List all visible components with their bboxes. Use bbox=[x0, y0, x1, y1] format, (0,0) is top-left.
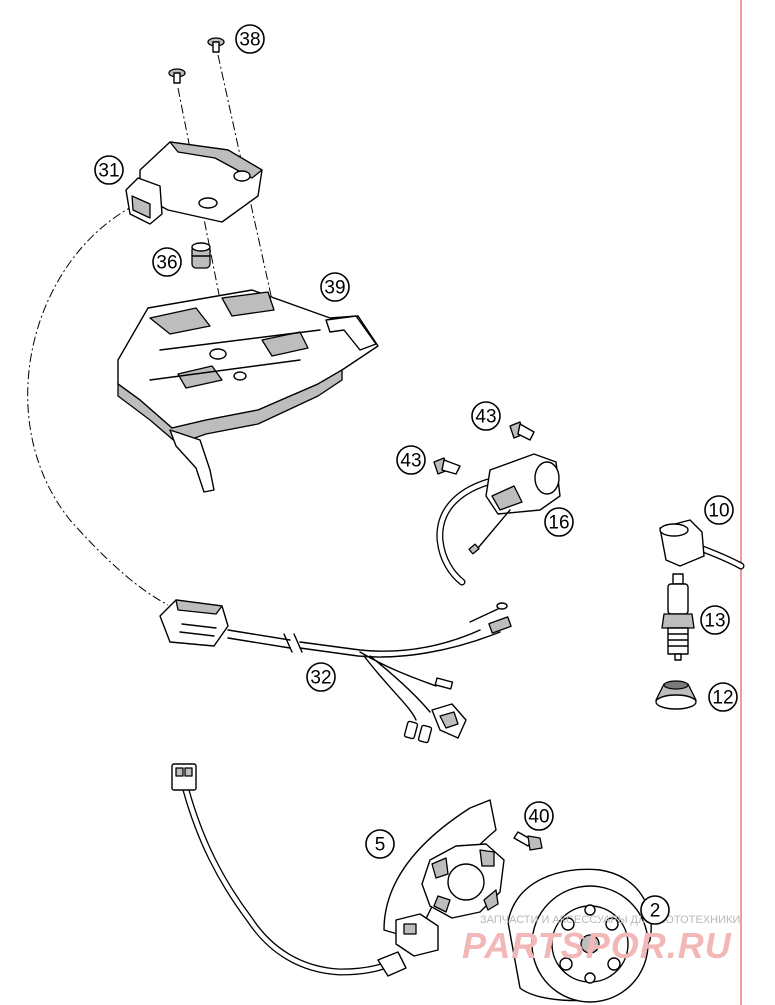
screw-38-upper bbox=[207, 37, 225, 53]
watermark-brand: PARTSPOR.RU bbox=[462, 925, 732, 966]
callout-43-upper-label: 43 bbox=[475, 407, 496, 428]
bolt-43-upper bbox=[509, 421, 535, 441]
callout-5-label: 5 bbox=[375, 835, 386, 856]
cdi-unit-31 bbox=[125, 141, 263, 225]
callout-40-label: 40 bbox=[528, 807, 549, 828]
rubber-cap-12 bbox=[655, 680, 697, 710]
watermark: ЗАПЧАСТИ И АКСЕССУАРЫ ДЛЯ МОТОТЕХНИКИ PA… bbox=[462, 914, 740, 966]
callout-31: 31 bbox=[94, 155, 124, 185]
callout-10: 10 bbox=[704, 495, 734, 525]
callout-36: 36 bbox=[152, 247, 182, 277]
callout-36-label: 36 bbox=[156, 253, 177, 274]
callout-12-label: 12 bbox=[712, 688, 733, 709]
stator-5 bbox=[171, 763, 505, 977]
callout-5: 5 bbox=[365, 829, 395, 859]
callout-43-lower: 43 bbox=[396, 445, 426, 475]
callout-38-label: 38 bbox=[239, 30, 260, 51]
ignition-coil-16 bbox=[436, 453, 561, 586]
screw-38-lower bbox=[168, 68, 186, 84]
bolt-40 bbox=[513, 831, 543, 851]
callout-43-upper: 43 bbox=[471, 401, 501, 431]
callout-16: 16 bbox=[544, 507, 574, 537]
callout-12: 12 bbox=[708, 682, 738, 712]
grommet-36 bbox=[191, 242, 211, 269]
callout-32-label: 32 bbox=[310, 668, 331, 689]
callout-16-label: 16 bbox=[548, 513, 569, 534]
callout-39: 39 bbox=[320, 272, 350, 302]
callout-40: 40 bbox=[524, 801, 554, 831]
bracket-39 bbox=[117, 289, 379, 493]
callout-32: 32 bbox=[306, 662, 336, 692]
spark-plug-13 bbox=[661, 573, 695, 661]
flywheel-rotor-2 bbox=[507, 868, 652, 1003]
callout-2: 2 bbox=[640, 895, 670, 925]
callout-39-label: 39 bbox=[324, 278, 345, 299]
wiring-harness-32 bbox=[159, 599, 512, 744]
callout-38: 38 bbox=[235, 24, 265, 54]
spark-plug-cap-10 bbox=[659, 519, 745, 570]
callout-13: 13 bbox=[700, 605, 730, 635]
callout-2-label: 2 bbox=[650, 901, 661, 922]
callout-31-label: 31 bbox=[98, 161, 119, 182]
bolt-43-lower bbox=[433, 457, 461, 475]
callout-13-label: 13 bbox=[704, 611, 725, 632]
watermark-tagline: ЗАПЧАСТИ И АКСЕССУАРЫ ДЛЯ МОТОТЕХНИКИ bbox=[480, 914, 740, 926]
callout-10-label: 10 bbox=[708, 501, 729, 522]
callout-43-lower-label: 43 bbox=[400, 451, 421, 472]
